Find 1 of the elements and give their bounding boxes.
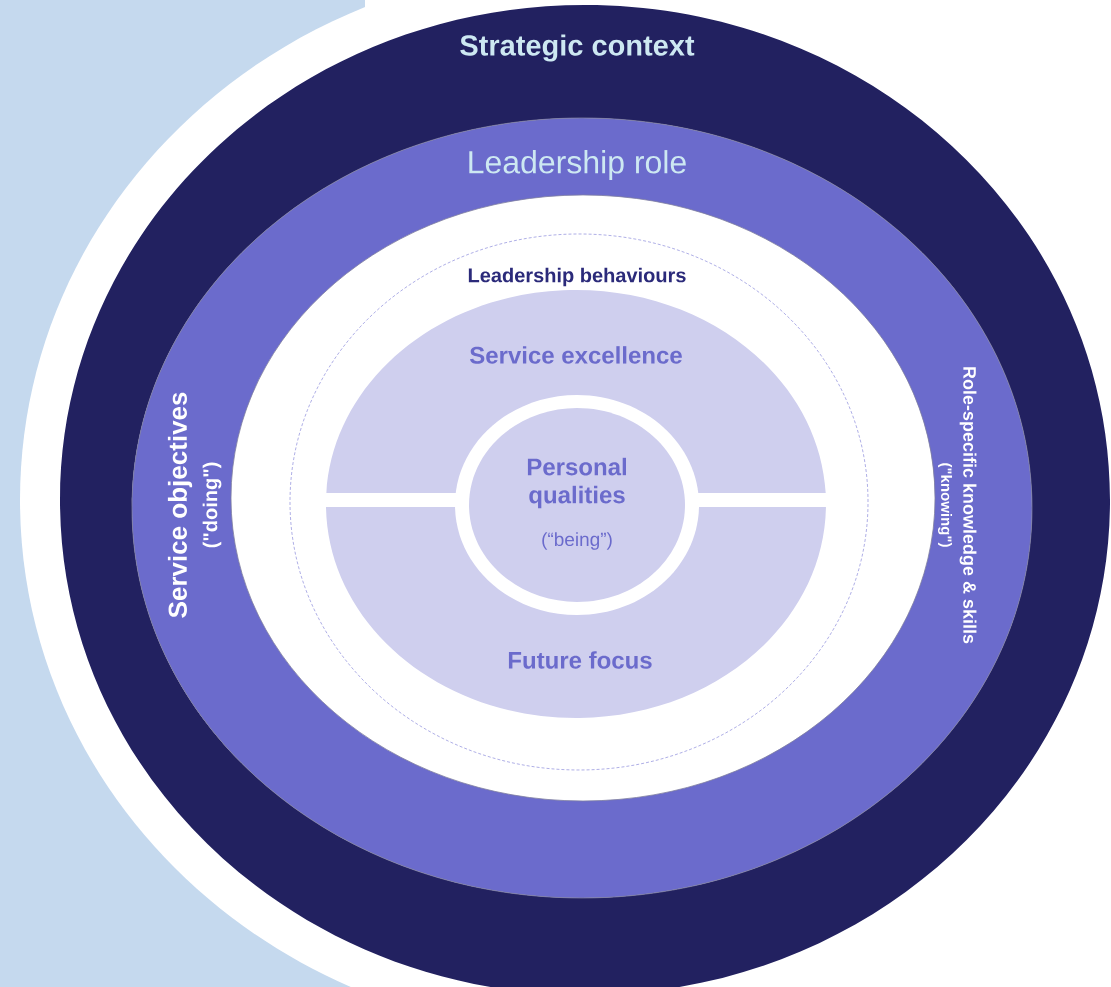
node-label: Strategic context xyxy=(460,34,695,62)
